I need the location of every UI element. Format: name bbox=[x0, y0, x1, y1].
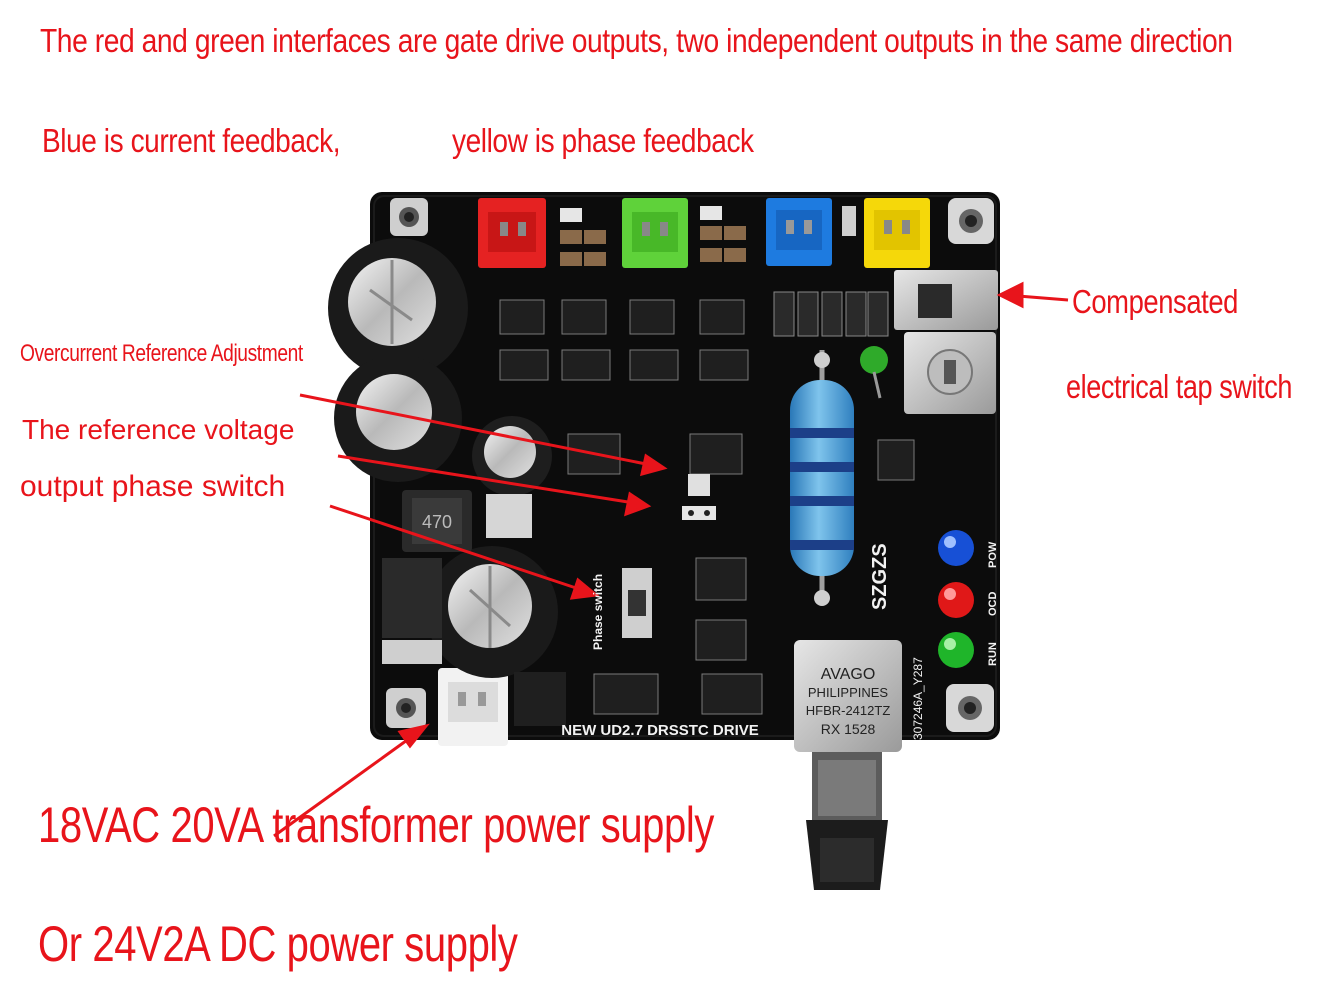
led-label-pow: POW bbox=[987, 541, 999, 568]
optical-country: PHILIPPINES bbox=[808, 685, 889, 700]
potentiometer bbox=[904, 332, 996, 414]
voltage-regulators bbox=[382, 494, 566, 726]
capacitor-large-top bbox=[328, 238, 468, 378]
connector-green bbox=[622, 198, 688, 268]
mounting-holes bbox=[386, 198, 994, 732]
annotation-tap-switch: electrical tap switch bbox=[1066, 368, 1292, 405]
tap-switch bbox=[894, 270, 998, 330]
phase-switch-label: Phase switch bbox=[591, 574, 605, 650]
diode-row bbox=[773, 291, 889, 337]
connector-white-power bbox=[438, 668, 508, 746]
annotation-top-line: The red and green interfaces are gate dr… bbox=[40, 22, 1233, 59]
phase-switch bbox=[622, 568, 652, 638]
led-ocd bbox=[938, 582, 974, 618]
optical-part: HFBR-2412TZ bbox=[806, 703, 891, 718]
connector-blue bbox=[766, 198, 832, 266]
board-brand-label: SZGZS bbox=[869, 543, 891, 610]
led-run bbox=[938, 632, 974, 668]
annotation-power-dc: Or 24V2A DC power supply bbox=[38, 916, 518, 972]
led-label-ocd: OCD bbox=[987, 592, 999, 617]
led-green-small bbox=[860, 346, 888, 399]
led-label-run: RUN bbox=[987, 642, 999, 666]
connector-yellow bbox=[864, 198, 930, 268]
capacitor-bottom bbox=[426, 546, 558, 678]
board-model-label: NEW UD2.7 DRSSTC DRIVE bbox=[561, 722, 759, 739]
annotation-blue-feedback: Blue is current feedback, bbox=[42, 122, 341, 159]
capacitor-large-middle bbox=[334, 354, 462, 482]
led-pow bbox=[938, 530, 974, 566]
annotation-output-phase: output phase switch bbox=[20, 470, 286, 503]
annotation-yellow-feedback: yellow is phase feedback bbox=[452, 122, 754, 159]
inductor-label: 470 bbox=[422, 512, 452, 532]
optical-code: RX 1528 bbox=[821, 721, 876, 737]
smd-components-top bbox=[560, 206, 856, 266]
annotation-compensated: Compensated bbox=[1072, 283, 1238, 320]
trimmer-small bbox=[682, 474, 716, 520]
annotation-power-ac: 18VAC 20VA transformer power supply bbox=[38, 797, 714, 853]
optical-brand: AVAGO bbox=[821, 666, 876, 683]
ic-chips bbox=[499, 299, 915, 715]
annotation-arrows bbox=[273, 281, 1069, 838]
power-resistor bbox=[790, 350, 854, 606]
optical-receiver bbox=[794, 640, 902, 890]
connector-red bbox=[478, 198, 546, 268]
serial-label: 307246A_Y287 bbox=[911, 657, 925, 740]
annotation-reference-voltage: The reference voltage bbox=[22, 414, 295, 445]
annotation-overcurrent: Overcurrent Reference Adjustment bbox=[20, 340, 303, 367]
